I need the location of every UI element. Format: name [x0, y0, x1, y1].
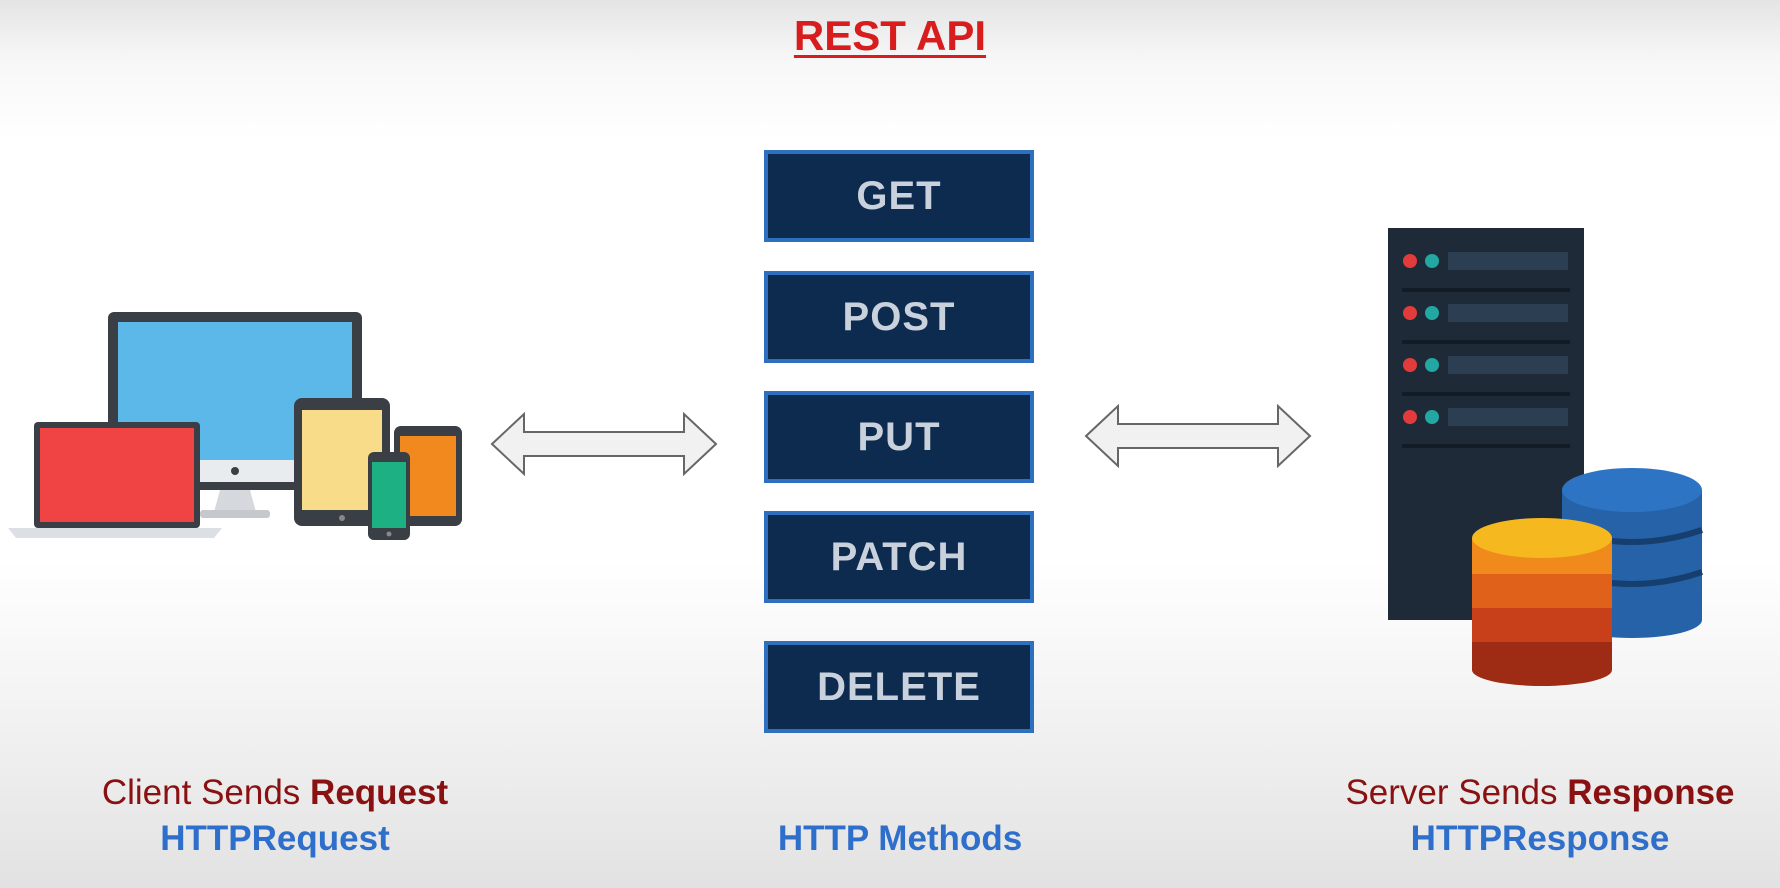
server-label-line1: Server Sends Response	[1345, 773, 1735, 812]
client-label-line1: Client Sends Request	[101, 773, 449, 812]
server-database-icon	[1388, 228, 1703, 686]
method-post: POST	[764, 271, 1034, 363]
diagram-title: REST API	[793, 12, 987, 59]
http-methods-label: HTTP Methods	[777, 819, 1023, 858]
client-label-line2: HTTPRequest	[160, 819, 390, 858]
client-devices-icon	[8, 312, 462, 540]
method-patch: PATCH	[764, 511, 1034, 603]
server-label: Server Sends Response HTTPResponse	[1320, 770, 1760, 862]
method-delete: DELETE	[764, 641, 1034, 733]
left-double-arrow-icon	[490, 411, 718, 477]
server-label-line2: HTTPResponse	[1410, 819, 1670, 858]
method-put: PUT	[764, 391, 1034, 483]
method-get: GET	[764, 150, 1034, 242]
client-label: Client Sends Request HTTPRequest	[40, 770, 510, 862]
right-double-arrow-icon	[1084, 403, 1312, 469]
